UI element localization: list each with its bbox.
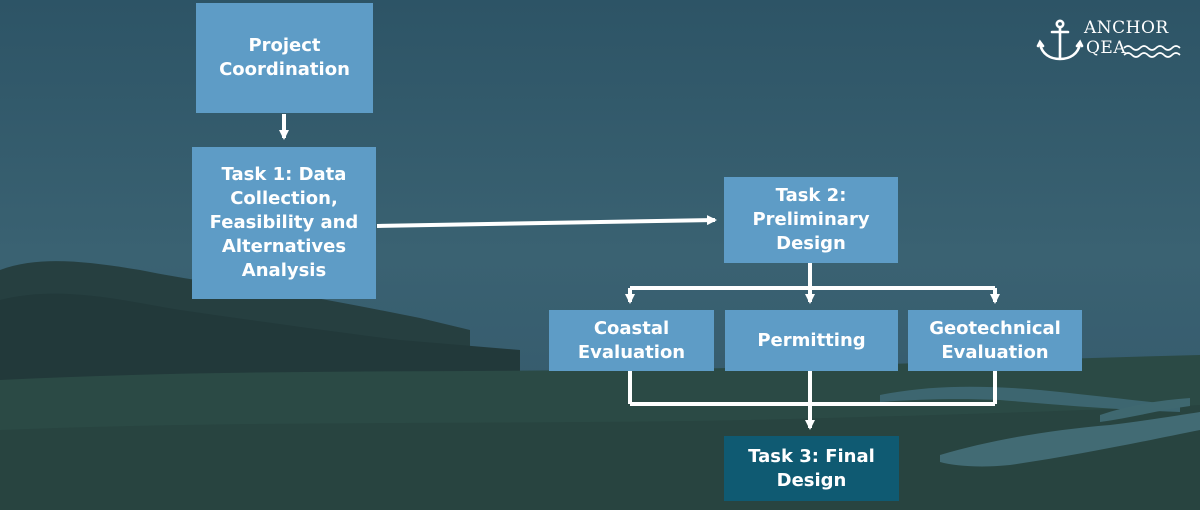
node-label-line: Geotechnical — [929, 317, 1061, 339]
node-label-line: Task 3: Final — [748, 445, 875, 467]
node-label-line: Preliminary — [752, 209, 870, 230]
node-label-line: Permitting — [757, 329, 866, 351]
node-label-line: Project — [248, 35, 321, 56]
node-coastal-evaluation: Coastal Evaluation — [549, 310, 714, 371]
node-label-line: Coastal — [593, 317, 670, 339]
node-task3-final-design: Task 3: Final Design — [724, 436, 899, 501]
node-label-line: Evaluation — [577, 341, 686, 363]
node-label-line: Task 1: Data — [221, 164, 347, 185]
node-label-line: Task 2: — [775, 185, 847, 206]
node-label-line: Collection, — [230, 188, 338, 209]
node-label-line: Evaluation — [941, 341, 1049, 363]
logo-text-anchor: ANCHOR — [1084, 18, 1169, 38]
node-permitting: Permitting — [725, 310, 898, 371]
node-label-line: Design — [776, 233, 846, 254]
node-label-line: Coordination — [219, 59, 350, 80]
anchor-icon — [1036, 19, 1181, 61]
node-label-line: Analysis — [241, 260, 327, 281]
node-label-line: Design — [776, 469, 847, 491]
node-geotechnical-evaluation: Geotechnical Evaluation — [908, 310, 1082, 371]
node-task2-preliminary-design: Task 2: Preliminary Design — [724, 177, 898, 263]
node-label-line: Alternatives — [221, 236, 347, 257]
node-label-line: Feasibility and — [209, 212, 359, 233]
logo-text-qea: QEA — [1086, 38, 1127, 58]
node-task1-data-collection: Task 1: Data Collection, Feasibility and… — [192, 147, 376, 299]
node-project-coordination: Project Coordination — [196, 3, 373, 113]
